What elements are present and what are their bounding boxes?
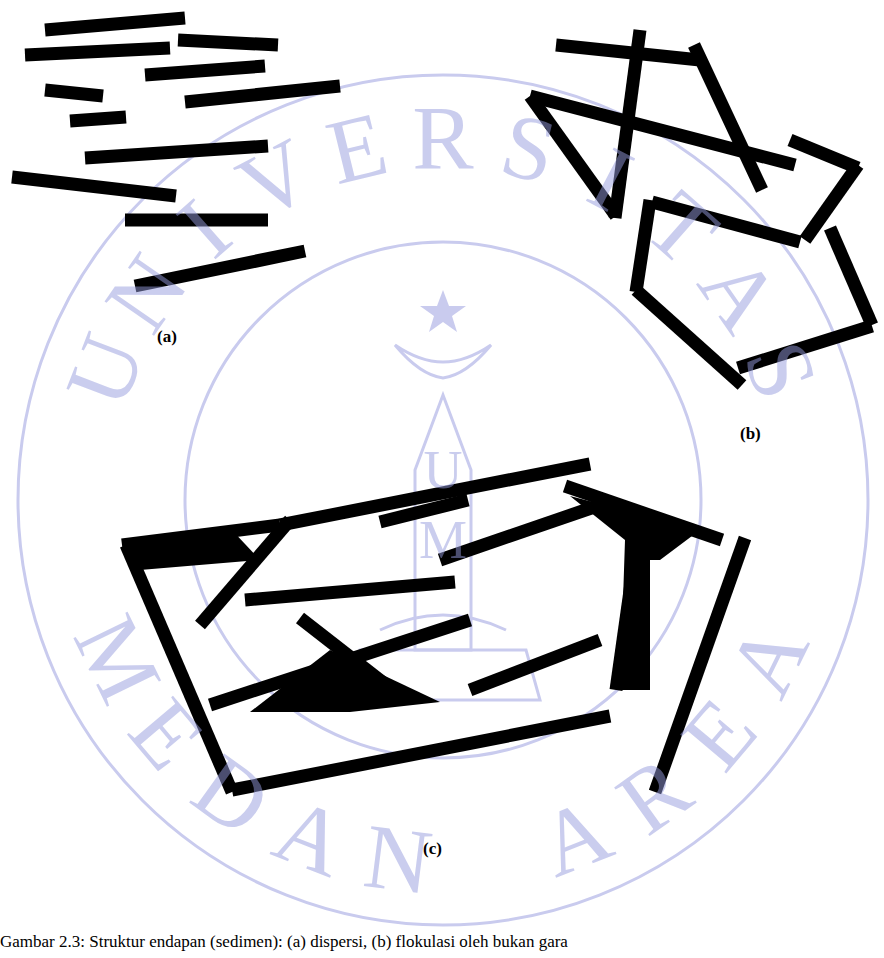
part-label: (b) (740, 424, 761, 444)
part-label: (c) (423, 839, 442, 859)
part-label: (a) (157, 327, 177, 347)
watermark-letter: M (419, 513, 467, 567)
watermark-letter: U (424, 443, 463, 497)
figure-caption: Gambar 2.3: Struktur endapan (sedimen): … (0, 932, 568, 952)
